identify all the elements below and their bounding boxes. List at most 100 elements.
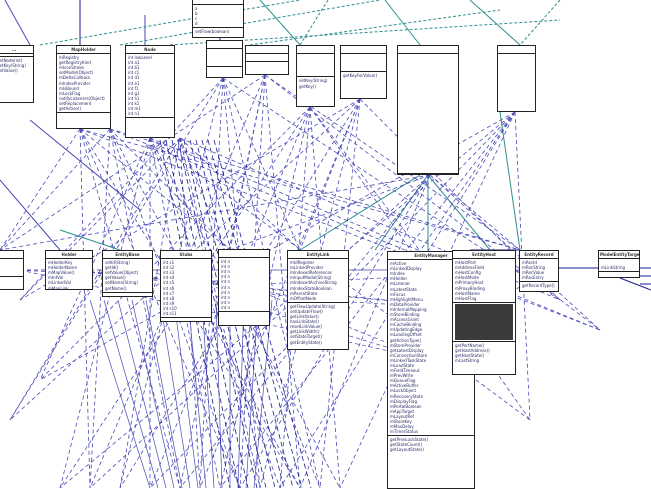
association-line <box>299 98 361 251</box>
association-line <box>229 174 431 251</box>
attribute-line: mInternalMapping <box>390 306 427 312</box>
attribute-line: int n <box>221 299 231 305</box>
class-name <box>207 41 242 50</box>
method-line: setKey(String) <box>299 78 328 84</box>
association-line <box>259 0 301 46</box>
class-box[interactable]: ModelEntityTarget mLinkString <box>598 250 640 278</box>
class-box[interactable] <box>206 40 243 78</box>
association-line <box>222 77 301 251</box>
attribute-line: mRecString <box>522 265 546 271</box>
class-name: ... <box>0 46 33 55</box>
class-box[interactable]: getKeyForValue() <box>340 45 387 99</box>
attribute-line: int n <box>221 264 231 270</box>
attribute-line: int n <box>221 274 231 280</box>
methods-section <box>57 113 110 125</box>
attribute-line: d <box>195 21 198 27</box>
association-line <box>173 299 199 488</box>
attribute-line <box>400 167 456 172</box>
attribute-line: mIndex <box>390 271 405 277</box>
attribute-line: int k1 <box>128 100 140 106</box>
attribute-line: mRecEntry <box>522 275 544 281</box>
attribute-line: mIdRegister <box>290 260 315 266</box>
attribute-line: getName() <box>105 285 127 291</box>
attributes-section <box>341 54 386 73</box>
method-line: setUpdateFlow() <box>290 308 323 314</box>
attribute-line <box>209 60 240 65</box>
attribute-line: mHolder <box>390 276 408 282</box>
attribute-line: mCacheBinding <box>390 322 422 328</box>
attribute-line: setReplacement <box>59 100 92 106</box>
class-box[interactable] <box>397 45 459 175</box>
association-line <box>0 128 111 251</box>
attribute-line: getId() <box>105 265 119 271</box>
class-box[interactable] <box>245 45 289 75</box>
attributes-section <box>246 54 288 63</box>
method-line: getPortName() <box>455 342 485 348</box>
class-name <box>219 250 269 259</box>
attribute-line: int s3 <box>163 270 175 276</box>
association-line <box>222 77 321 488</box>
methods-section <box>398 174 458 175</box>
attribute-line <box>500 106 533 111</box>
attribute-line: mLinkedDisplay <box>390 266 422 272</box>
method-line: getLinkValue() <box>290 314 319 320</box>
method-line: getKey(String) <box>0 63 26 69</box>
attribute-line <box>0 270 21 275</box>
method-line <box>59 119 108 124</box>
association-line <box>9 137 181 421</box>
attribute-line: mStoreProvider <box>390 342 421 348</box>
association-line <box>299 174 421 251</box>
attribute-line: notifyListeners(Object) <box>59 95 105 101</box>
methods-section <box>219 312 269 314</box>
class-box[interactable] <box>0 250 24 290</box>
method-line <box>248 63 286 68</box>
method-line: getNode(int) <box>0 58 23 64</box>
attribute-line: mIndexStateBoolean <box>290 285 332 291</box>
methods-section: getKeyForValue() <box>341 72 386 79</box>
attribute-line: int a1 <box>128 60 140 66</box>
association-line <box>259 98 361 488</box>
attribute-line: mAccessGrant <box>390 317 419 323</box>
association-line <box>145 299 183 488</box>
method-line <box>455 303 513 309</box>
methods-section <box>453 303 515 342</box>
attribute-line: mAppTarget <box>390 408 415 414</box>
association-line <box>469 0 521 46</box>
association-line <box>179 137 261 488</box>
attribute-line: mPrimaryHost <box>455 280 484 286</box>
association-line <box>299 174 431 488</box>
association-line <box>89 128 111 488</box>
attribute-line: int n <box>221 269 231 275</box>
method-line <box>455 324 513 330</box>
attribute-line: mHostConfig <box>455 270 481 276</box>
methods-section: getFlowUpdate(String)setUpdateFlow()getL… <box>288 303 348 346</box>
class-box[interactable]: ...getNode(int)getKey(String)getValue() <box>0 45 34 103</box>
attribute-line: mOffsetNode <box>290 295 317 301</box>
attribute-line: int n <box>221 304 231 310</box>
attribute-line: mRegistry <box>59 55 80 61</box>
attribute-line: int m1 <box>128 106 141 112</box>
attribute-line: c <box>195 16 198 22</box>
class-box[interactable]: setKey(String)getKey() <box>296 45 335 107</box>
attribute-line: int n <box>221 284 231 290</box>
attribute-line: mFocus <box>390 291 406 297</box>
attribute-line: a <box>195 6 198 12</box>
attribute-line: mIndexedArchiveString <box>290 280 337 286</box>
association-line <box>109 128 601 331</box>
class-box[interactable] <box>497 45 536 112</box>
attribute-line: mIntVal <box>48 275 64 281</box>
attribute-line: mHolderKey <box>48 260 73 266</box>
attribute-line: mLinkedTaskState <box>390 357 427 363</box>
